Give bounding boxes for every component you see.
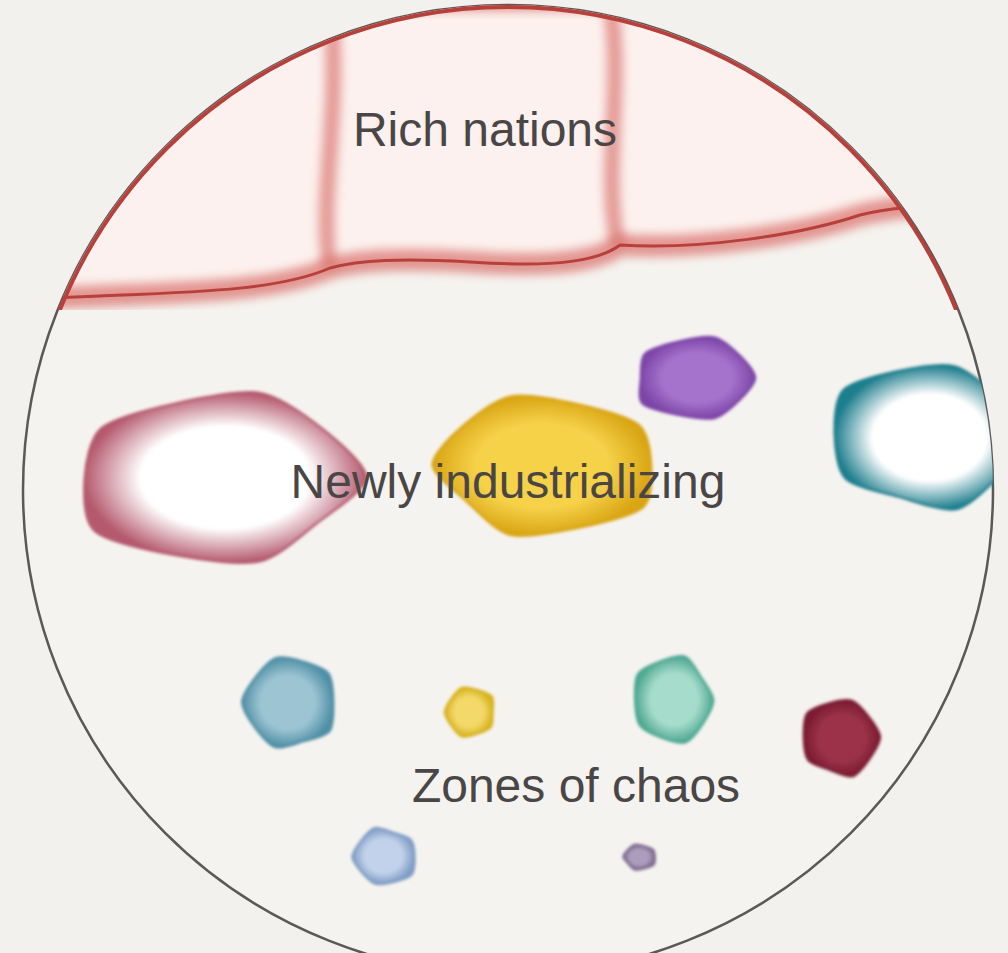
region-blobs (84, 337, 1008, 884)
band-divider (327, 0, 618, 268)
region-band: Rich nations (0, 0, 1008, 310)
region-blob (640, 337, 755, 418)
band-rim (23, 5, 993, 310)
band-label: Rich nations (353, 104, 617, 157)
band-edge (0, 0, 1008, 300)
band-glow (0, 0, 1008, 300)
zone-label: Newly industrializing (291, 456, 726, 509)
region-blob (352, 828, 414, 884)
region-blob (835, 365, 1008, 509)
region-blob (635, 656, 713, 742)
region-blob (624, 845, 655, 870)
region-blob (804, 700, 880, 776)
region-blob (242, 658, 333, 748)
region-blob (445, 688, 493, 737)
zone-label: Zones of chaos (412, 760, 740, 813)
band-fill (0, 0, 1008, 300)
